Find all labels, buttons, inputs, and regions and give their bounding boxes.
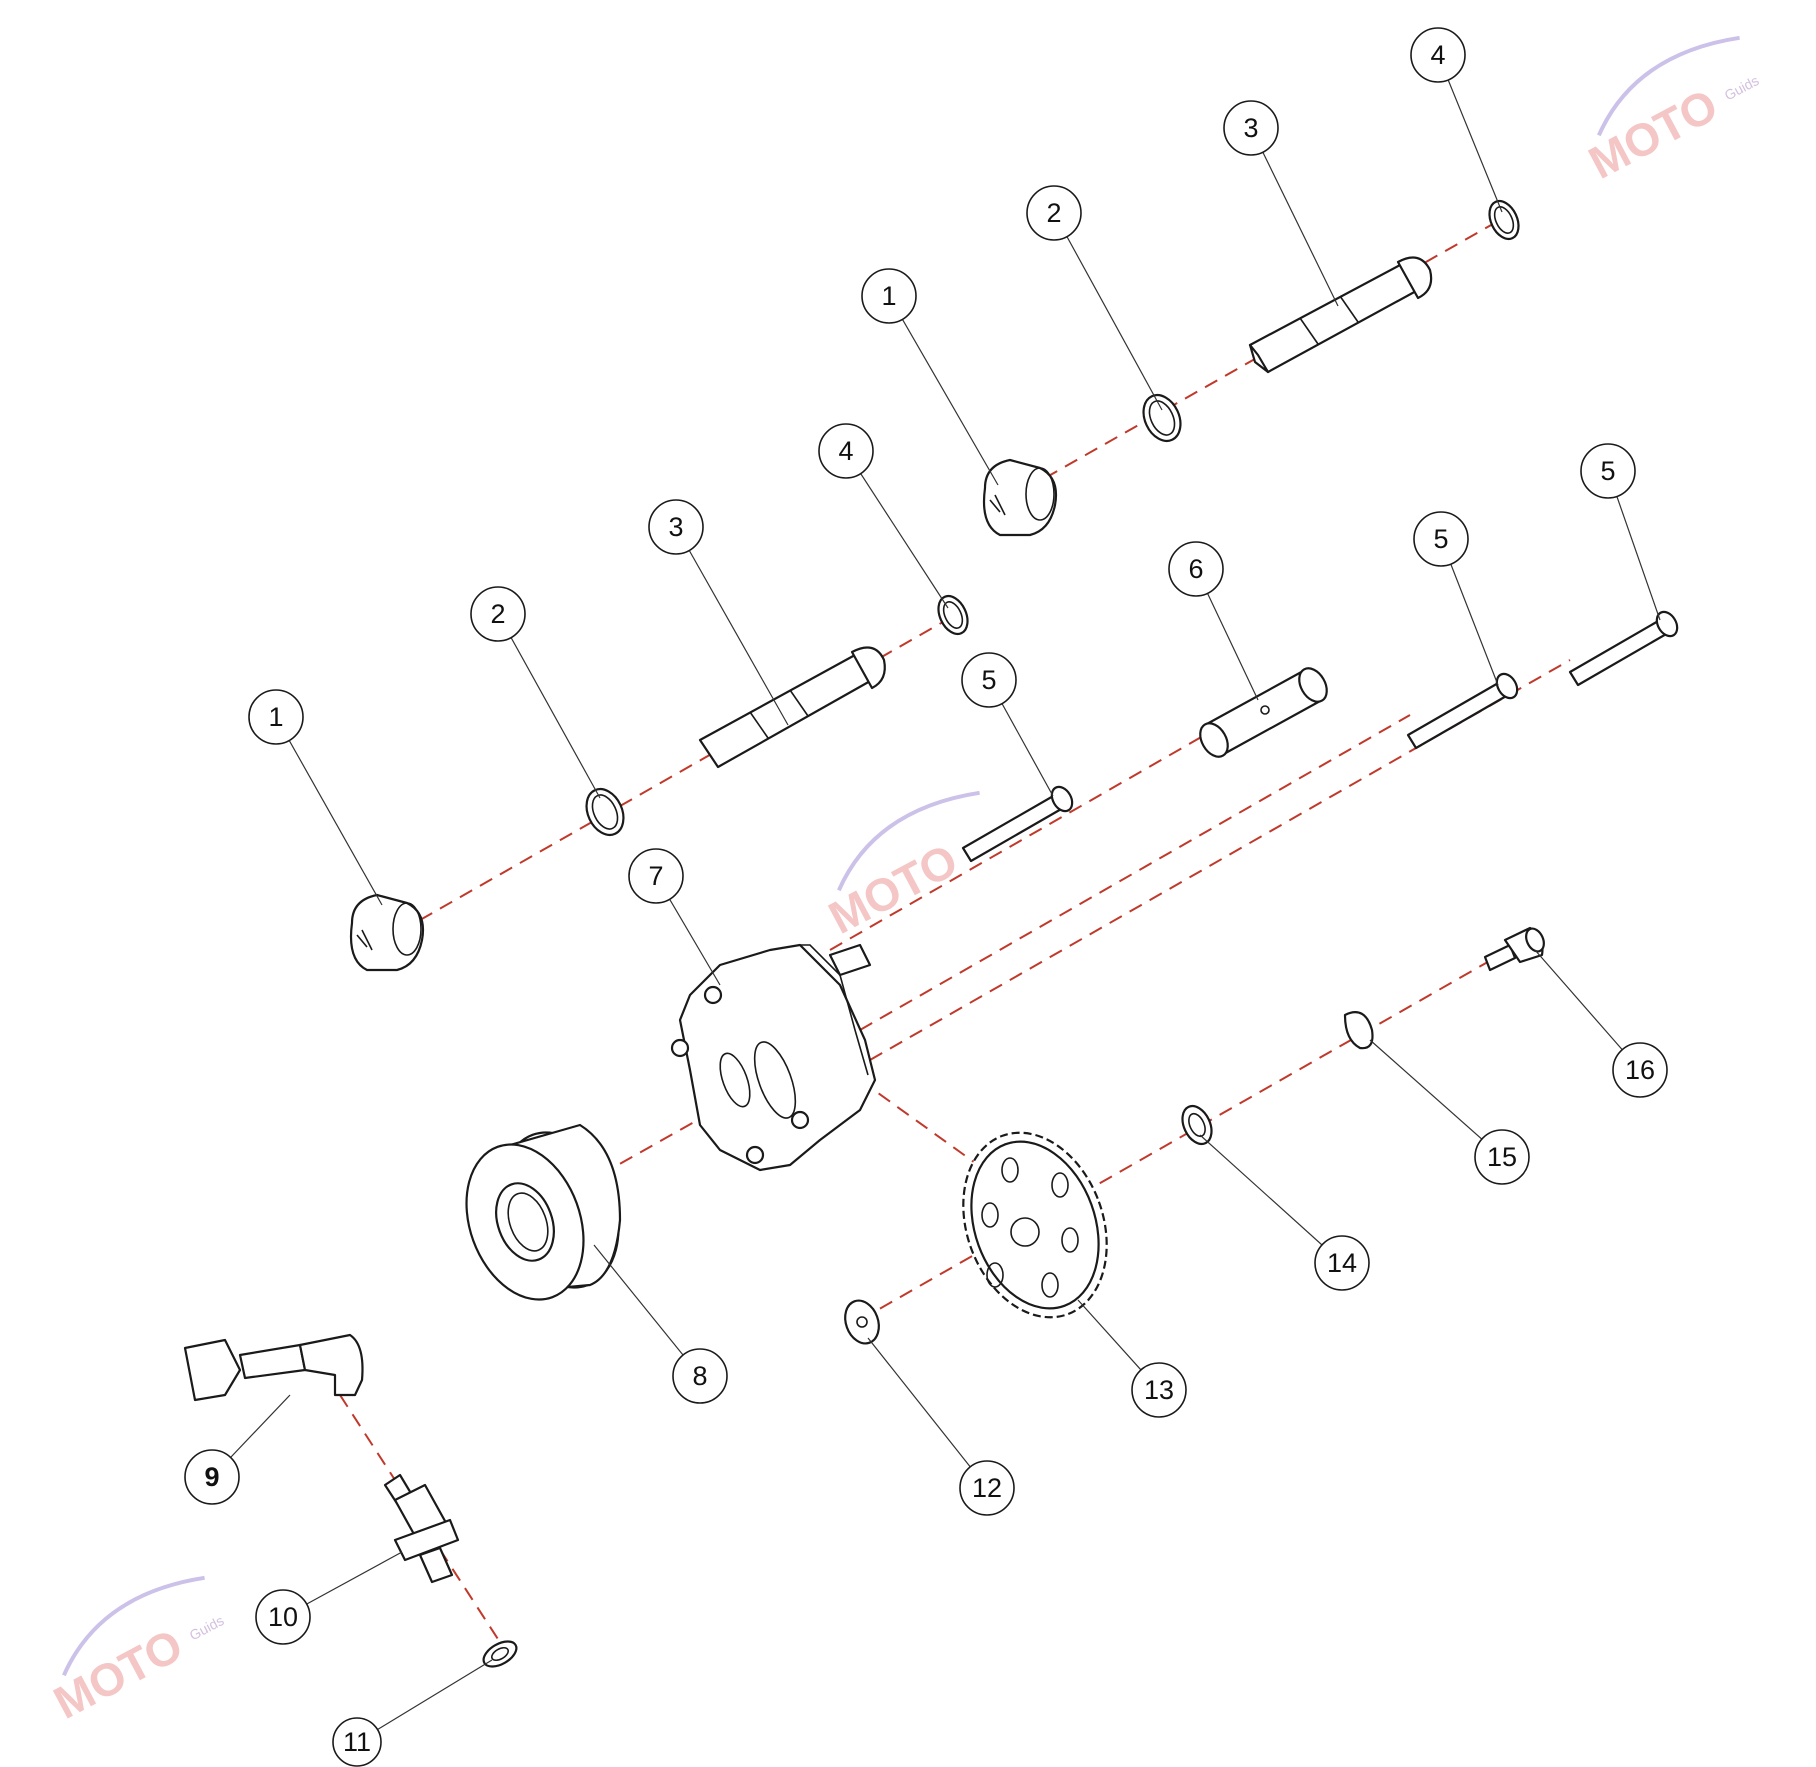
sleeve-part-6 xyxy=(1199,667,1328,758)
callout-1-lower: 1 xyxy=(248,689,304,745)
callout-label: 2 xyxy=(1046,198,1061,228)
watermark-brand: MOTO xyxy=(820,834,966,944)
callout-14: 14 xyxy=(1314,1235,1370,1291)
callout-16: 16 xyxy=(1612,1042,1668,1098)
callout-3-lower: 3 xyxy=(648,499,704,555)
callout-5-far-right: 5 xyxy=(1580,443,1636,499)
callout-4-upper: 4 xyxy=(1410,27,1466,83)
callout-label: 2 xyxy=(490,599,505,629)
cap-part-1-upper xyxy=(982,458,1058,537)
connector-part-9 xyxy=(183,1333,364,1402)
callout-5-center: 5 xyxy=(961,652,1017,708)
bolt-part-5-right xyxy=(1406,672,1519,750)
cap-part-1-lower xyxy=(349,893,425,972)
callout-label: 8 xyxy=(692,1361,707,1391)
callout-8: 8 xyxy=(672,1348,728,1404)
washer-part-14 xyxy=(1181,1104,1213,1146)
watermark-brand: MOTO xyxy=(45,1619,191,1729)
callout-12: 12 xyxy=(959,1460,1015,1516)
assembly-axes xyxy=(339,219,1571,1651)
callout-9: 9 xyxy=(184,1449,240,1505)
callout-label: 7 xyxy=(648,861,663,891)
bolt-part-5-center xyxy=(961,785,1074,863)
callout-2-lower: 2 xyxy=(470,586,526,642)
washer-part-12 xyxy=(844,1299,880,1345)
callout-3-upper: 3 xyxy=(1223,100,1279,156)
callout-label: 3 xyxy=(1243,113,1258,143)
leader-lines xyxy=(211,54,1661,1743)
valve-shaft-part-3-upper xyxy=(1248,256,1433,374)
callout-label: 16 xyxy=(1625,1055,1655,1085)
circlip-part-15 xyxy=(1343,1011,1374,1050)
clip-part-4-upper xyxy=(1488,199,1520,241)
bolt-part-5-far-right xyxy=(1568,610,1679,687)
callout-label: 5 xyxy=(1600,456,1615,486)
callout-15: 15 xyxy=(1474,1129,1530,1185)
rotor-part-8 xyxy=(465,1123,622,1301)
callout-label: 10 xyxy=(268,1602,298,1632)
watermark-bottom-left: MOTO Guids xyxy=(45,1575,227,1729)
callout-6: 6 xyxy=(1168,541,1224,597)
callout-label: 6 xyxy=(1188,554,1203,584)
o-ring-part-2-lower xyxy=(585,787,625,837)
callout-label: 1 xyxy=(881,281,896,311)
gear-part-13 xyxy=(962,1131,1108,1319)
callout-7: 7 xyxy=(628,848,684,904)
callout-label: 9 xyxy=(204,1462,219,1492)
callout-10: 10 xyxy=(255,1589,311,1645)
callout-label: 12 xyxy=(972,1473,1002,1503)
callout-label: 4 xyxy=(838,436,853,466)
callout-1-upper: 1 xyxy=(861,268,917,324)
callout-label: 3 xyxy=(668,512,683,542)
callout-11: 11 xyxy=(332,1717,382,1767)
callout-label: 14 xyxy=(1327,1248,1357,1278)
callout-label: 11 xyxy=(343,1727,371,1757)
callout-4-lower: 4 xyxy=(818,423,874,479)
callout-2-upper: 2 xyxy=(1026,185,1082,241)
valve-shaft-part-3-lower xyxy=(698,646,886,769)
washer-part-11 xyxy=(482,1640,518,1668)
o-ring-part-2-upper xyxy=(1142,393,1182,443)
callout-label: 1 xyxy=(268,702,283,732)
pump-body-part-7 xyxy=(670,943,877,1172)
pin-part-16 xyxy=(1483,926,1545,972)
callout-label: 4 xyxy=(1430,40,1445,70)
watermark-sub: Guids xyxy=(187,1612,227,1643)
watermark-sub: Guids xyxy=(1722,72,1762,103)
callout-label: 13 xyxy=(1144,1375,1174,1405)
sensor-part-10 xyxy=(383,1473,460,1584)
clip-part-4-lower xyxy=(937,594,969,636)
callout-13: 13 xyxy=(1131,1362,1187,1418)
callout-label: 15 xyxy=(1487,1142,1517,1172)
watermark-top-right: MOTO Guids xyxy=(1580,35,1762,189)
callout-label: 5 xyxy=(1433,524,1448,554)
watermark-brand: MOTO xyxy=(1580,79,1726,189)
callout-5-right: 5 xyxy=(1413,511,1469,567)
callout-label: 5 xyxy=(981,665,996,695)
